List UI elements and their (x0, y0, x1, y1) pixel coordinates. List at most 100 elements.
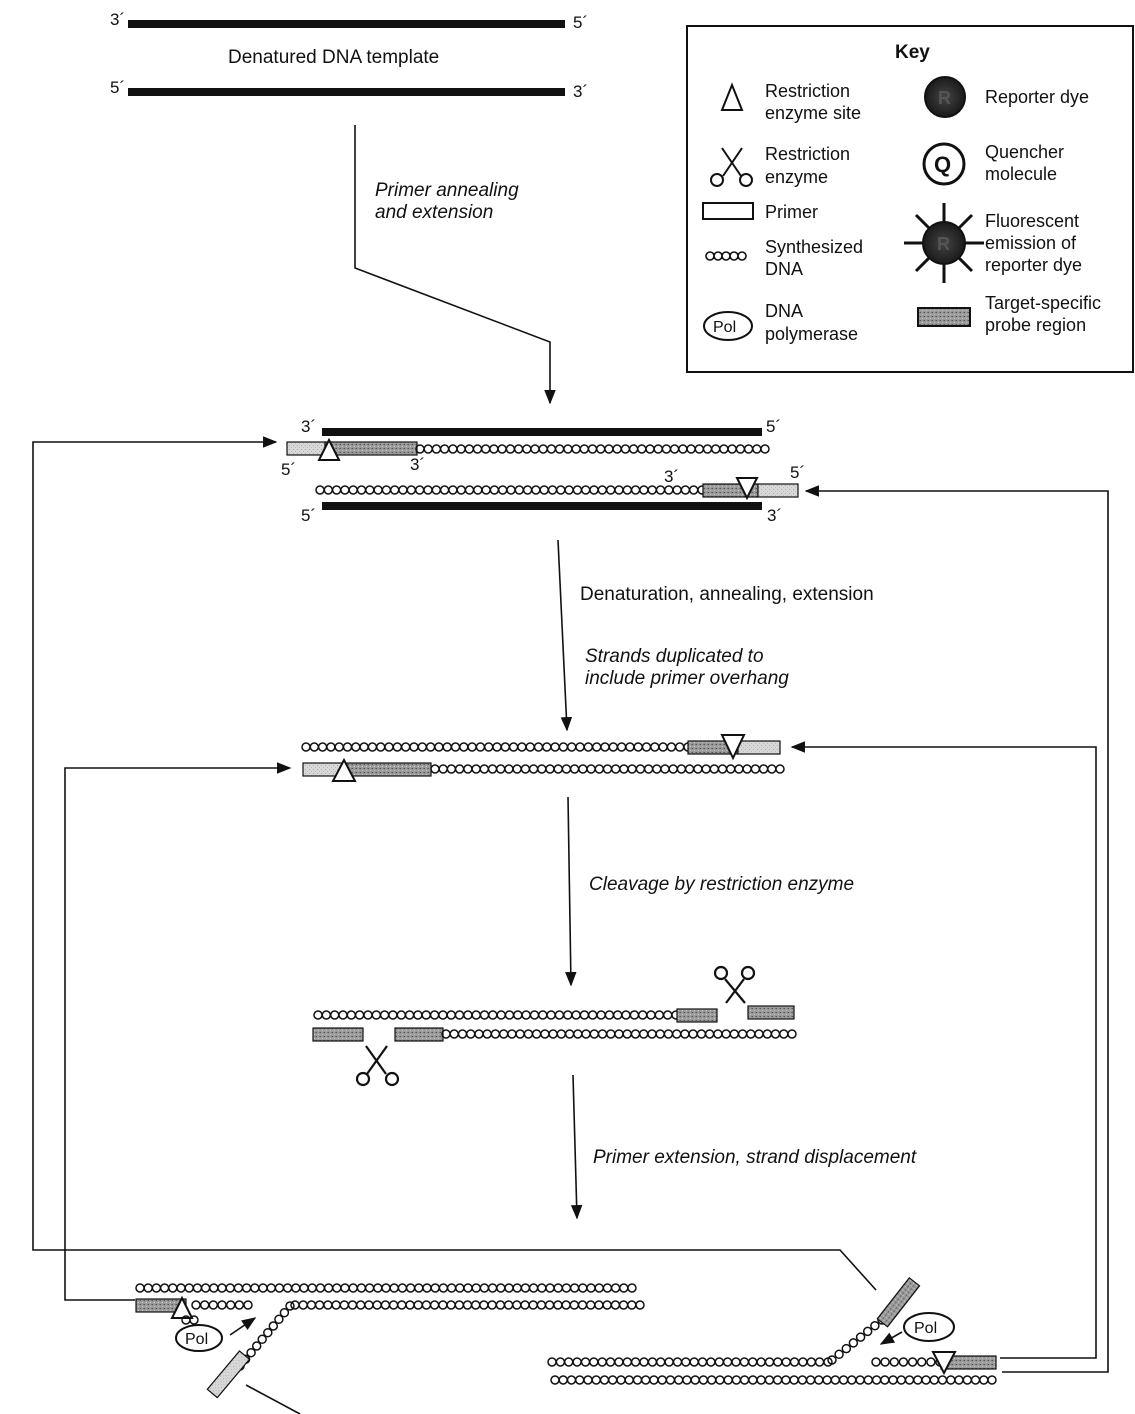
nucleotide-circle (615, 486, 623, 494)
nucleotide-circle (780, 1030, 788, 1038)
quencher-icon: Q (924, 144, 964, 184)
nucleotide-circle (667, 743, 675, 751)
nucleotide-circle (521, 765, 529, 773)
nucleotide-circle (464, 1284, 472, 1292)
nucleotide-circle (597, 1011, 605, 1019)
nucleotide-circle (597, 445, 605, 453)
nucleotide-circle (611, 1301, 619, 1309)
nucleotide-circle (546, 765, 554, 773)
nucleotide-circle (607, 486, 615, 494)
nucleotide-circle (598, 486, 606, 494)
nucleotide-circle (890, 1358, 898, 1366)
nucleotide-circle (464, 765, 472, 773)
nucleotide-circle (482, 445, 490, 453)
nucleotide-circle (675, 1376, 683, 1384)
nucleotide-circle (704, 445, 712, 453)
nucleotide-circle (714, 1030, 722, 1038)
nucleotide-circle (572, 445, 580, 453)
stage1-top-3: 3´ (301, 417, 316, 436)
nucleotide-circle (568, 1376, 576, 1384)
nucleotide-circle (927, 1358, 935, 1366)
nucleotide-circle (526, 743, 534, 751)
nucleotide-circle (501, 743, 509, 751)
nucleotide-circle (480, 765, 488, 773)
nucleotide-circle (423, 1284, 431, 1292)
nucleotide-circle (557, 486, 565, 494)
nucleotide-circle (554, 765, 562, 773)
nucleotide-circle (472, 1301, 480, 1309)
nucleotide-circle (366, 1284, 374, 1292)
nucleotide-circle (707, 1358, 715, 1366)
nucleotide-circle (543, 743, 551, 751)
nucleotide-circle (554, 1301, 562, 1309)
nucleotide-circle (864, 1327, 872, 1335)
nucleotide-circle (573, 1358, 581, 1366)
nucleotide-circle (840, 1376, 848, 1384)
nucleotide-circle (749, 1376, 757, 1384)
nucleotide-circle (816, 1358, 824, 1366)
nucleotide-circle (467, 1030, 475, 1038)
nucleotide-circle (373, 1301, 381, 1309)
nucleotide-circle (617, 1376, 625, 1384)
nucleotide-circle (389, 1011, 397, 1019)
stage1-template-bottom (322, 502, 762, 510)
nucleotide-circle (530, 1284, 538, 1292)
nucleotide-circle (674, 1358, 682, 1366)
nucleotide-circle (475, 1030, 483, 1038)
nucleotide-circle (739, 1030, 747, 1038)
nucleotide-circle (391, 486, 399, 494)
nucleotide-circle (640, 1358, 648, 1366)
svg-text:Pol: Pol (185, 1331, 208, 1348)
nucleotide-circle (607, 1030, 615, 1038)
nucleotide-circle (640, 1030, 648, 1038)
nucleotide-circle (364, 1011, 372, 1019)
step2-note-1: Strands duplicated to (585, 646, 764, 667)
nucleotide-circle (439, 1284, 447, 1292)
key-label-probe-2: probe region (985, 315, 1086, 335)
nucleotide-circle (922, 1376, 930, 1384)
stage1-primer-left (287, 442, 325, 455)
nucleotide-circle (546, 1301, 554, 1309)
nucleotide-circle (881, 1358, 889, 1366)
nucleotide-circle (234, 1284, 242, 1292)
nucleotide-circle (406, 1301, 414, 1309)
stage1-bottom-3: 3´ (767, 506, 782, 525)
nucleotide-circle (576, 743, 584, 751)
nucleotide-circle (595, 1301, 603, 1309)
nucleotide-circle (702, 765, 710, 773)
nucleotide-circle (314, 1011, 322, 1019)
key-label-quencher-2: molecule (985, 164, 1057, 184)
nucleotide-circle (706, 1030, 714, 1038)
nucleotide-circle (397, 1011, 405, 1019)
nucleotide-circle (761, 445, 769, 453)
nucleotide-circle (339, 1011, 347, 1019)
nucleotide-circle (523, 445, 531, 453)
nucleotide-circle (566, 1030, 574, 1038)
nucleotide-circle (807, 1358, 815, 1366)
nucleotide-circle (736, 445, 744, 453)
nucleotide-circle (498, 445, 506, 453)
svg-text:Pol: Pol (713, 319, 736, 336)
nucleotide-circle (506, 1011, 514, 1019)
nucleotide-circle (605, 1011, 613, 1019)
nucleotide-circle (540, 486, 548, 494)
nucleotide-circle (227, 1301, 235, 1309)
nucleotide-circle (500, 1030, 508, 1038)
nucleotide-circle (612, 1284, 620, 1292)
nucleotide-circle (695, 445, 703, 453)
nucleotide-circle (639, 1011, 647, 1019)
nucleotide-circle (136, 1284, 144, 1292)
loop-bottom-tail (246, 1385, 300, 1414)
nucleotide-circle (763, 1030, 771, 1038)
nucleotide-circle (424, 445, 432, 453)
nucleotide-circle (464, 1011, 472, 1019)
nucleotide-circle (516, 1030, 524, 1038)
template-label: Denatured DNA template (228, 47, 439, 68)
nucleotide-circle (584, 743, 592, 751)
nucleotide-circle (589, 1011, 597, 1019)
nucleotide-circle (798, 1376, 806, 1384)
nucleotide-circle (235, 1301, 243, 1309)
nucleotide-circle (407, 1284, 415, 1292)
nucleotide-circle (300, 1284, 308, 1292)
nucleotide-circle (324, 486, 332, 494)
